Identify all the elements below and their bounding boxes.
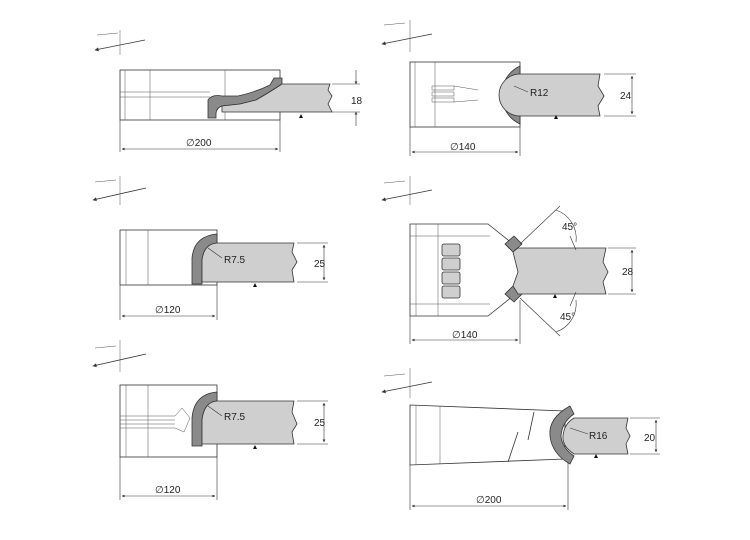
rotation-arrow-icon bbox=[92, 176, 147, 205]
angle-label-bottom: 45° bbox=[560, 312, 575, 323]
rotation-arrow-icon bbox=[94, 30, 146, 55]
cutter-body bbox=[409, 404, 566, 466]
thickness-dimension bbox=[332, 70, 360, 126]
angle-label-top: 45° bbox=[562, 222, 577, 233]
diameter-dimension bbox=[409, 300, 521, 344]
support-marker bbox=[594, 454, 598, 458]
thickness-label: 20 bbox=[644, 433, 656, 444]
radius-label: R7.5 bbox=[224, 412, 246, 423]
workpiece bbox=[201, 400, 298, 445]
support-marker bbox=[553, 294, 557, 298]
rotation-arrow-icon bbox=[92, 340, 147, 372]
thickness-label: 25 bbox=[314, 259, 326, 270]
panel-4-chamfer-cutter: 45° 45° 28 ∅140 bbox=[381, 176, 636, 344]
panel-6-radius-cutter: R16 20 ∅200 bbox=[381, 368, 660, 510]
chamfer-knife-top bbox=[504, 235, 523, 253]
panel-5-radius-cutter: R7.5 25 ∅120 bbox=[92, 340, 328, 500]
support-marker bbox=[299, 114, 303, 118]
angle-dimension-bottom bbox=[519, 291, 577, 337]
support-marker bbox=[253, 283, 257, 287]
thickness-dimension bbox=[630, 417, 660, 455]
workpiece bbox=[498, 73, 605, 117]
diameter-dimension bbox=[119, 120, 281, 152]
diameter-label: ∅140 bbox=[452, 330, 478, 341]
rotation-arrow-icon bbox=[381, 368, 433, 398]
diameter-label: ∅200 bbox=[186, 138, 212, 149]
cutter-body bbox=[409, 61, 521, 128]
diameter-label: ∅200 bbox=[476, 495, 502, 506]
diameter-dimension bbox=[409, 462, 569, 510]
thickness-label: 28 bbox=[622, 267, 634, 278]
cutter-body bbox=[409, 223, 519, 317]
thickness-label: 18 bbox=[351, 96, 363, 107]
diameter-label: ∅140 bbox=[450, 142, 476, 153]
workpiece bbox=[221, 83, 333, 113]
rotation-arrow-icon bbox=[381, 20, 433, 52]
workpiece bbox=[201, 242, 298, 283]
support-marker bbox=[253, 445, 257, 449]
diameter-label: ∅120 bbox=[155, 305, 181, 316]
thickness-dimension bbox=[608, 247, 636, 295]
profile-knife bbox=[207, 77, 283, 119]
thickness-label: 25 bbox=[314, 418, 326, 429]
workpiece bbox=[562, 417, 631, 455]
diameter-dimension bbox=[409, 127, 521, 156]
thickness-label: 24 bbox=[620, 91, 632, 102]
workpiece bbox=[512, 247, 609, 295]
support-marker bbox=[554, 115, 558, 119]
diameter-label: ∅120 bbox=[155, 485, 181, 496]
thickness-dimension bbox=[297, 242, 328, 283]
radius-label: R16 bbox=[589, 431, 608, 442]
diameter-dimension bbox=[119, 457, 218, 500]
diameter-dimension bbox=[119, 285, 218, 320]
panel-1-profile-cutter: 18 ∅200 bbox=[94, 30, 363, 152]
thickness-dimension bbox=[604, 73, 636, 117]
angle-dimension-top bbox=[519, 205, 577, 251]
thickness-dimension bbox=[297, 400, 328, 445]
rotation-arrow-icon bbox=[381, 176, 433, 205]
radius-label: R12 bbox=[530, 88, 549, 99]
panel-2-radius-cutter: R12 24 ∅140 bbox=[381, 20, 636, 156]
radius-knife bbox=[549, 405, 575, 465]
panel-3-radius-cutter: R7.5 25 ∅120 bbox=[92, 176, 328, 320]
radius-label: R7.5 bbox=[224, 255, 246, 266]
